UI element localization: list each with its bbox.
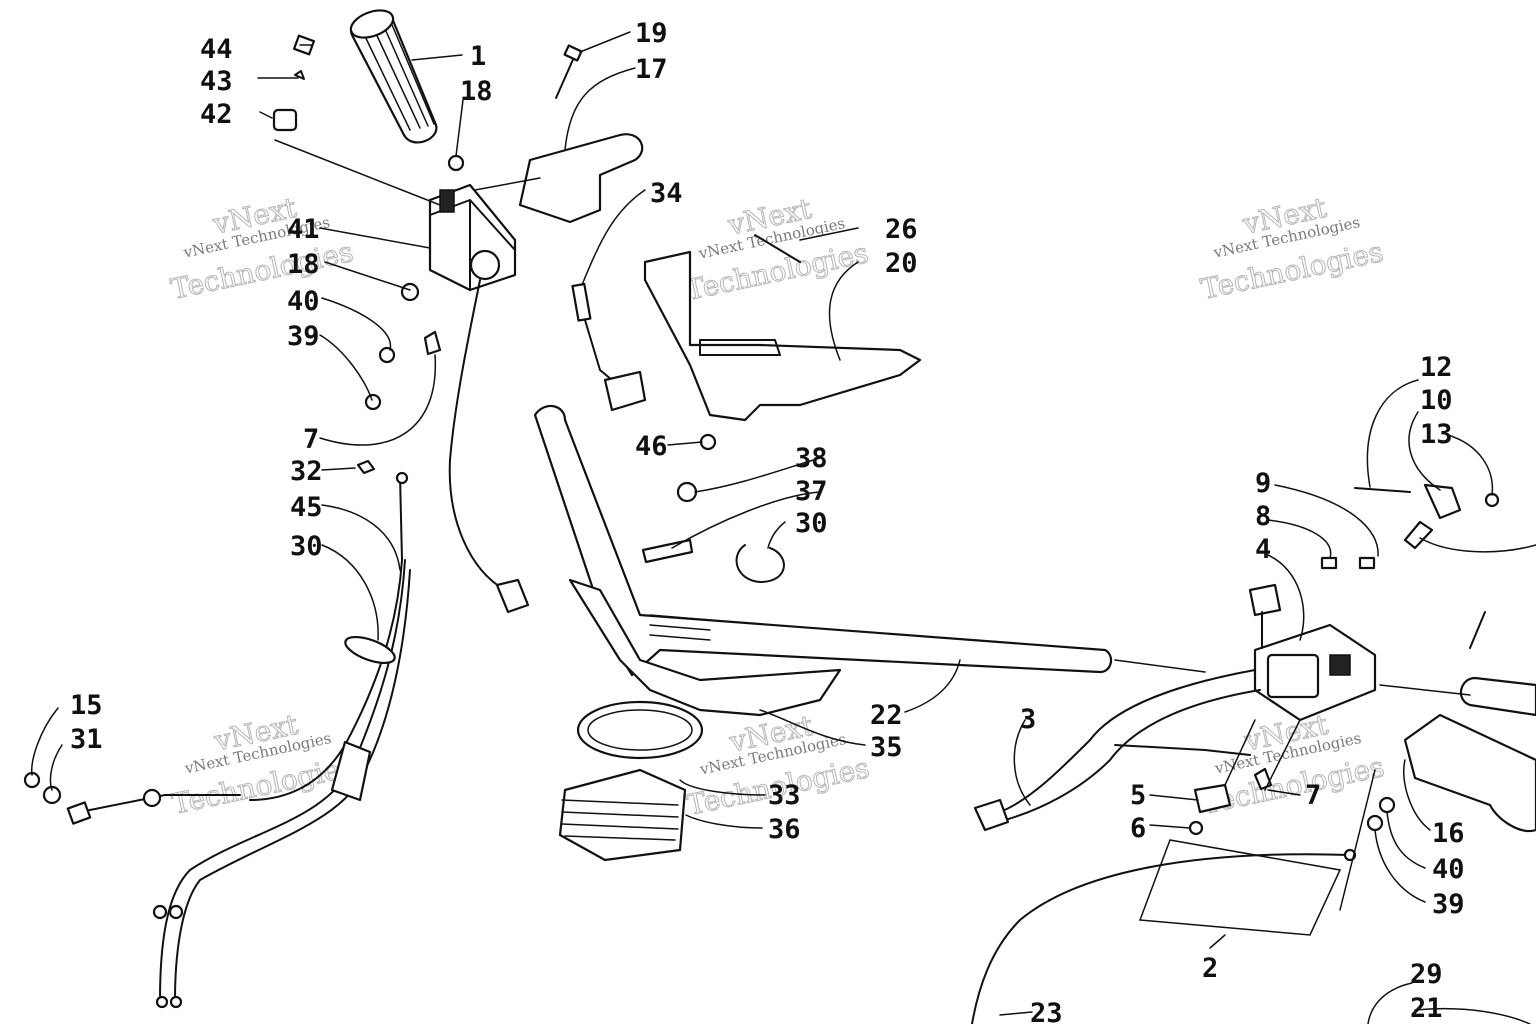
- callout-41: 41: [287, 214, 320, 245]
- bolt-19-head: [563, 44, 583, 62]
- callout-21: 21: [1410, 993, 1443, 1024]
- bolt-19: [555, 54, 576, 99]
- callout-33: 33: [768, 780, 801, 811]
- bolt-right: [1469, 611, 1486, 649]
- hand-grip-left: [349, 9, 438, 144]
- callout-8: 8: [1255, 501, 1271, 532]
- callout-13: 13: [1420, 419, 1453, 450]
- handlebar-pad: [643, 234, 922, 422]
- nut-31: [42, 785, 62, 805]
- label-8: [1320, 556, 1338, 570]
- callout-39: 39: [1432, 889, 1465, 920]
- wiring-harness-3: [999, 669, 1256, 813]
- callout-6: 6: [1130, 813, 1146, 844]
- screw-7-right: [1253, 767, 1273, 791]
- callout-16: 16: [1432, 818, 1465, 849]
- label-9: [1358, 556, 1376, 570]
- callout-30: 30: [290, 531, 323, 562]
- nut-18: [400, 282, 420, 302]
- callout-39: 39: [287, 321, 320, 352]
- hand-grip-right: [1459, 676, 1536, 717]
- callout-31: 31: [70, 724, 103, 755]
- riser-pad-36: [558, 768, 687, 862]
- callout-43: 43: [200, 66, 233, 97]
- nut-18-top: [447, 154, 465, 172]
- callout-40: 40: [1432, 854, 1465, 885]
- callout-40: 40: [287, 286, 320, 317]
- washer-40: [378, 346, 396, 364]
- callout-20: 20: [885, 248, 918, 279]
- nut-13: [1484, 492, 1500, 508]
- bolt-12: [1354, 487, 1411, 493]
- washer-40-right: [1378, 796, 1396, 814]
- callout-3: 3: [1020, 704, 1036, 735]
- callout-36: 36: [768, 814, 801, 845]
- nut-46: [699, 433, 717, 451]
- callout-35: 35: [870, 732, 903, 763]
- callout-32: 32: [290, 456, 323, 487]
- callout-26: 26: [885, 214, 918, 245]
- callout-44: 44: [200, 34, 233, 65]
- callout-46: 46: [635, 431, 668, 462]
- nut-42: [272, 108, 298, 132]
- clamp-band-33: [576, 700, 704, 760]
- callout-34: 34: [650, 178, 683, 209]
- throttle-cables-left: [66, 279, 530, 1009]
- callout-18: 18: [287, 249, 320, 280]
- callout-22: 22: [870, 700, 903, 731]
- brake-cable-23: [971, 853, 1351, 1024]
- screw-43: [294, 70, 305, 80]
- callout-7: 7: [1305, 780, 1321, 811]
- switch-5: [1193, 783, 1232, 814]
- watermarks: vNext vNext Technologies Technologies vN…: [167, 190, 1387, 822]
- callout-7: 7: [303, 424, 319, 455]
- callout-9: 9: [1255, 468, 1271, 499]
- handlebar: [533, 404, 1113, 717]
- clip-32: [356, 459, 376, 475]
- callout-30: 30: [795, 508, 828, 539]
- callout-4: 4: [1255, 534, 1271, 565]
- callout-labels: 44 43 42 1 18 19 17 34 26 20 41 18 40 39…: [70, 18, 1465, 1024]
- screw-6: [1188, 820, 1204, 836]
- kill-switch: [571, 282, 647, 412]
- lever-17: [518, 133, 644, 224]
- callout-12: 12: [1420, 352, 1453, 383]
- callout-38: 38: [795, 443, 828, 474]
- callout-2: 2: [1202, 953, 1218, 984]
- bracket-10: [1423, 483, 1462, 520]
- callout-18: 18: [460, 76, 493, 107]
- callout-19: 19: [635, 18, 668, 49]
- throttle-housing: [428, 183, 517, 292]
- parts: [23, 9, 1536, 1024]
- band-30: [735, 544, 785, 583]
- callout-15: 15: [70, 690, 103, 721]
- spring-clip: [1403, 520, 1434, 550]
- callout-29: 29: [1410, 959, 1443, 990]
- callout-17: 17: [635, 54, 668, 85]
- callout-42: 42: [200, 99, 233, 130]
- brake-lever-16: [1403, 713, 1536, 833]
- callout-5: 5: [1130, 780, 1146, 811]
- decal-2: [1138, 839, 1342, 936]
- callout-45: 45: [290, 492, 323, 523]
- screw-39: [364, 393, 382, 411]
- clamp-37: [641, 538, 694, 564]
- screw-7: [423, 330, 442, 356]
- callout-23: 23: [1030, 998, 1063, 1024]
- brake-control-block: [1248, 583, 1377, 722]
- callout-1: 1: [470, 41, 486, 72]
- callout-37: 37: [795, 476, 828, 507]
- screw-39-right: [1366, 814, 1384, 832]
- bolt-38: [676, 481, 698, 503]
- callout-10: 10: [1420, 385, 1453, 416]
